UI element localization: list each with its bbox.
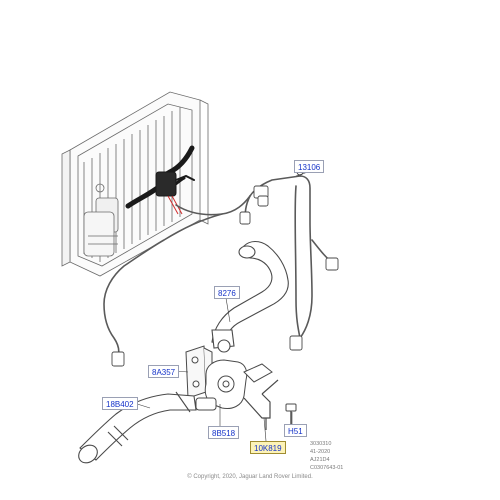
radiator-coolant-hoses xyxy=(125,145,195,209)
callout-8276[interactable]: 8276 xyxy=(214,286,240,299)
callout-18B402[interactable]: 18B402 xyxy=(102,397,138,410)
copyright-notice: © Copyright, 2020, Jaguar Land Rover Lim… xyxy=(187,474,313,480)
radiator xyxy=(61,91,209,277)
leader-lines xyxy=(133,171,309,442)
callout-8A357[interactable]: 8A357 xyxy=(148,365,180,378)
stamp-line-3: AJ21D4 xyxy=(310,457,330,463)
coolant-hose-8276 xyxy=(211,240,289,353)
stamp-line-2: 41-2020 xyxy=(310,449,331,455)
callout-H51[interactable]: H51 xyxy=(284,424,307,437)
callout-10K819[interactable]: 10K819 xyxy=(250,441,286,454)
drawing-stamp: 3030310 41-2020 AJ21D4 C0307643-01 xyxy=(310,440,343,472)
stamp-line-4: C0307643-01 xyxy=(310,465,344,471)
coolant-hose-18B402 xyxy=(78,391,197,464)
callout-8B518[interactable]: 8B518 xyxy=(208,426,240,439)
water-pump-8B518 xyxy=(195,359,273,411)
stamp-line-1: 3030310 xyxy=(310,441,332,447)
mounting-bracket-10K819 xyxy=(243,379,279,430)
callout-13106[interactable]: 13106 xyxy=(294,160,325,173)
